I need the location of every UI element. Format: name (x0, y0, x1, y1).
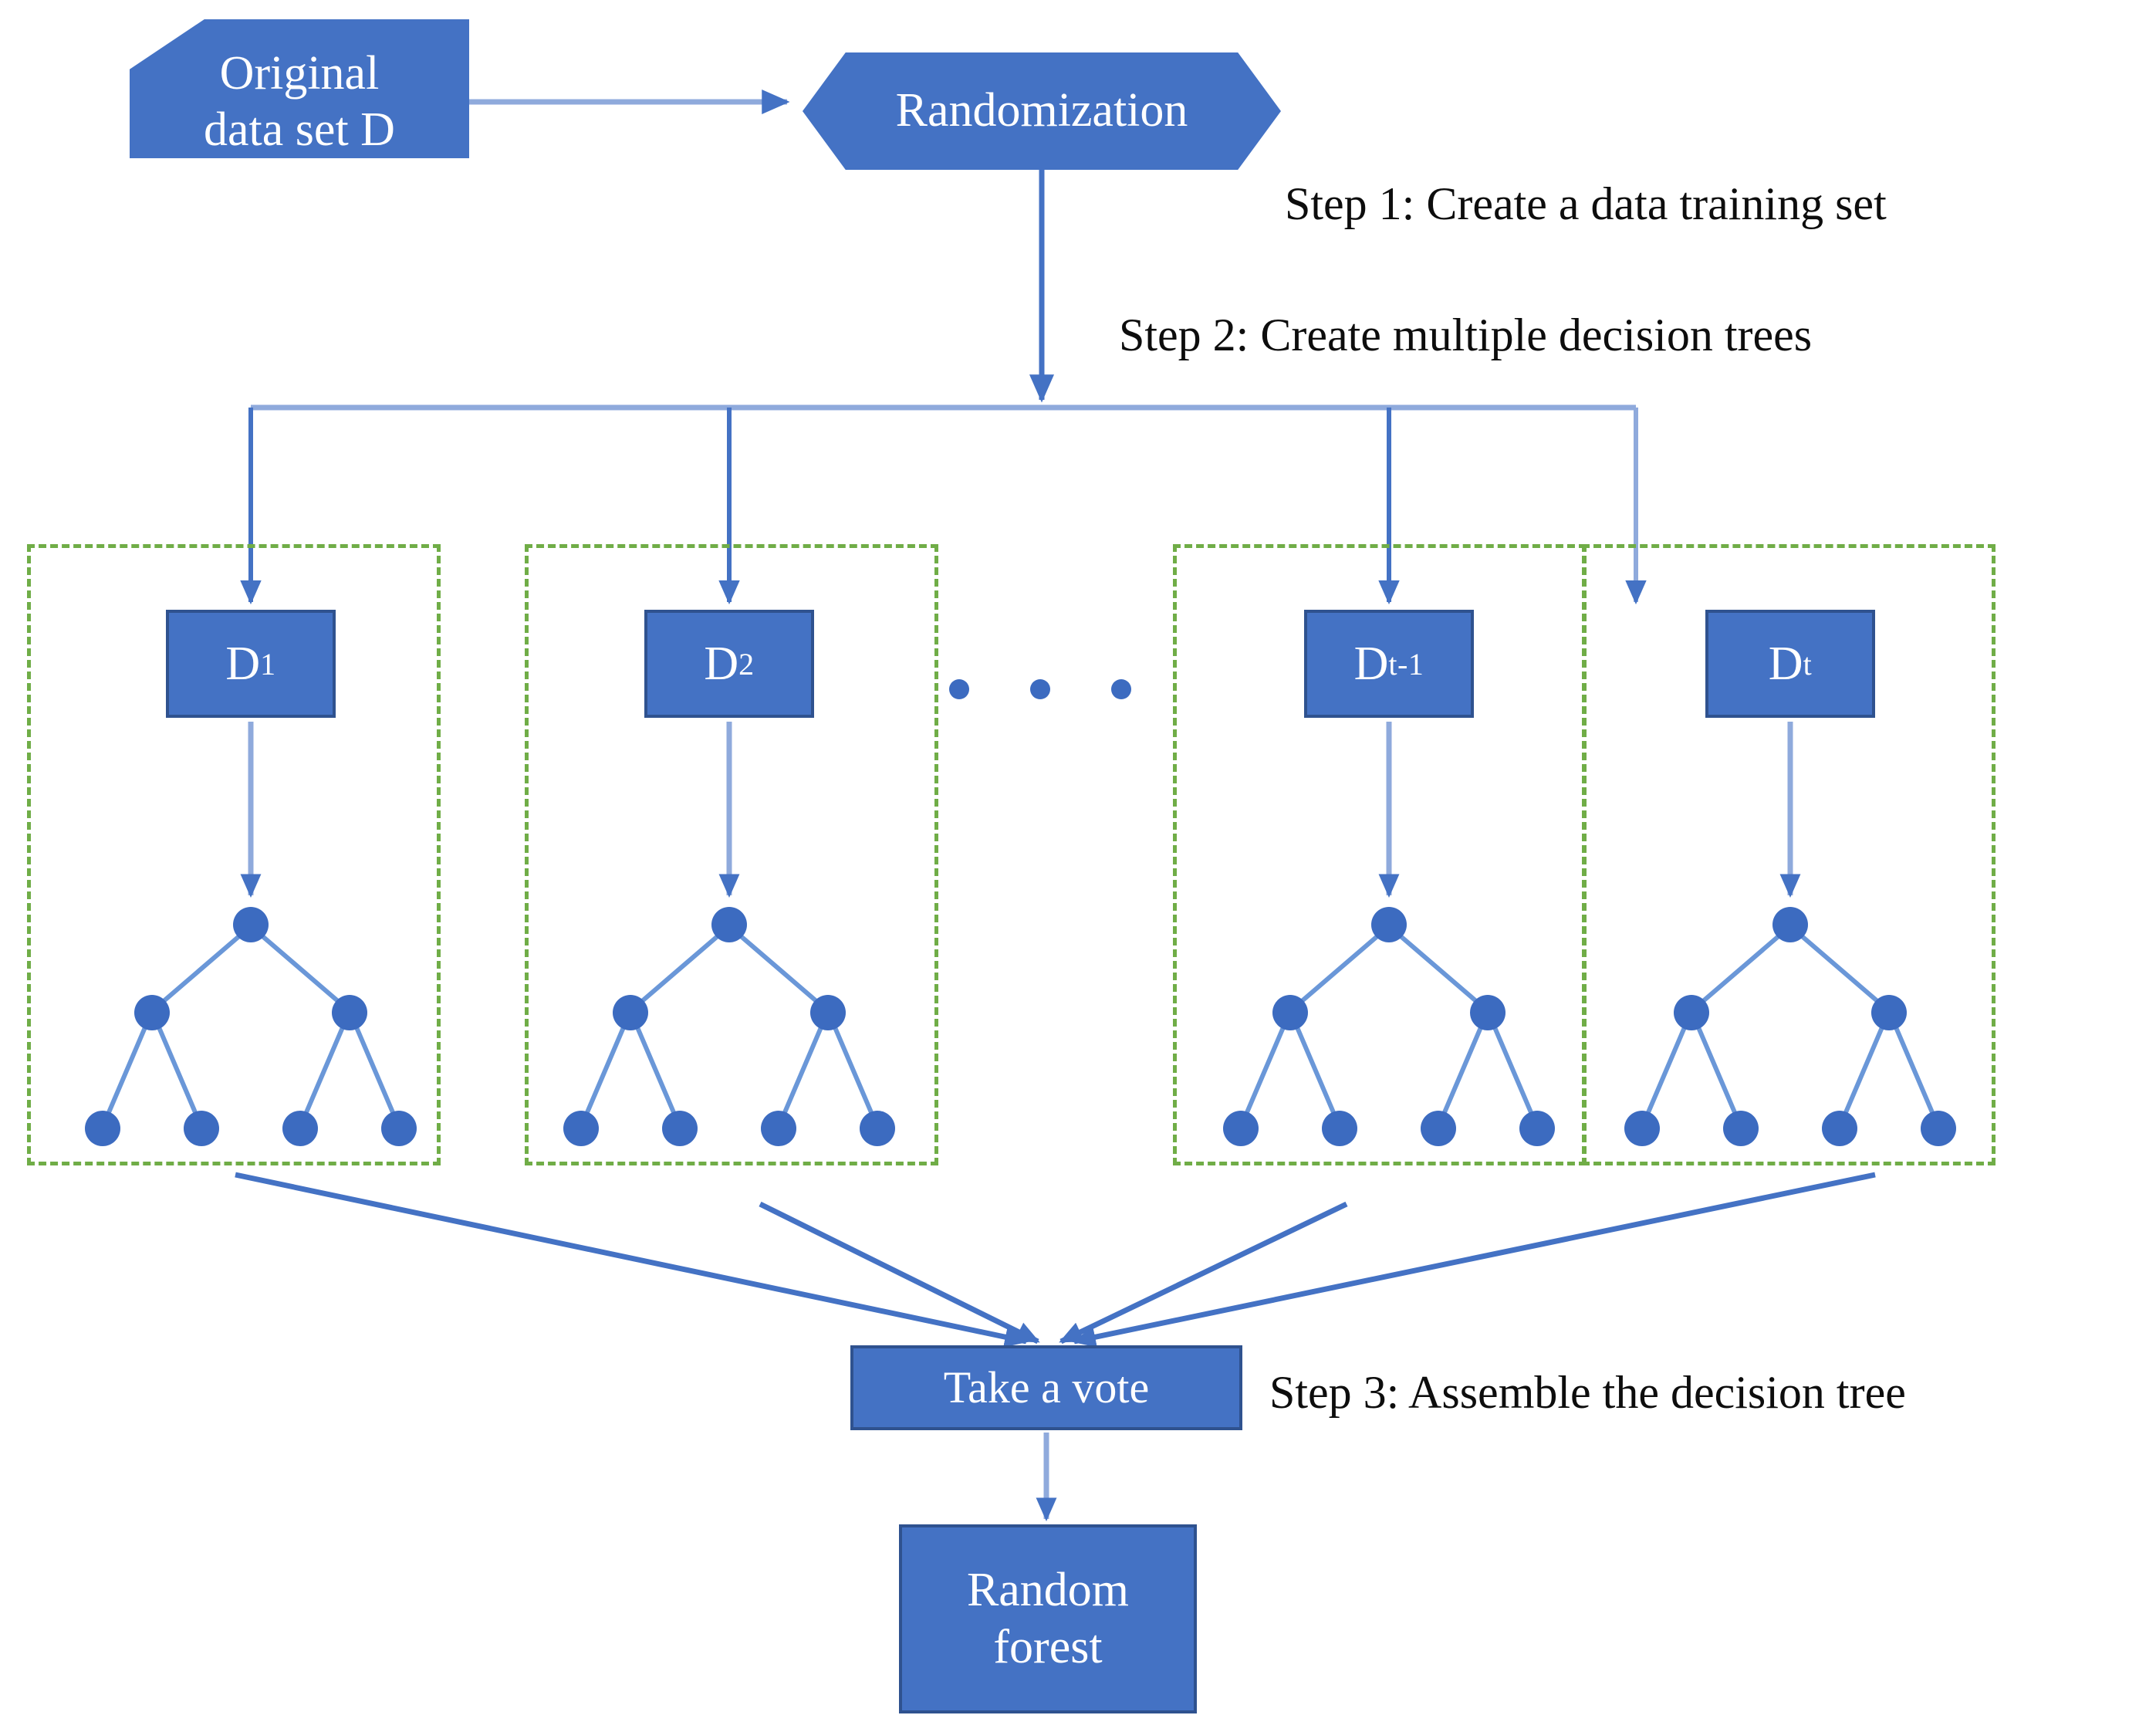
tree-panel-1 (27, 544, 441, 1165)
take-a-vote-label: Take a vote (943, 1362, 1150, 1412)
original-dataset-line1: Original (219, 46, 380, 100)
dataset-dt-subscript: t (1803, 646, 1813, 682)
step-2-label: Step 2: Create multiple decision trees (1119, 310, 1813, 360)
random-forest-node[interactable]: Random forest (899, 1524, 1197, 1713)
random-forest-line2: forest (993, 1620, 1103, 1673)
tree-panel-2 (525, 544, 938, 1165)
tree-panel-4 (1582, 544, 1995, 1165)
ellipsis-dot-2 (1030, 679, 1050, 699)
dataset-d2-base: D (704, 637, 739, 690)
dataset-dt-1-base: D (1353, 637, 1389, 690)
dataset-dt-1-subscript: t-1 (1388, 646, 1424, 682)
step-1-label: Step 1: Create a data training set (1285, 178, 1887, 229)
dataset-dt-base: D (1768, 637, 1803, 690)
step-3-label: Step 3: Assemble the decision tree (1269, 1367, 1906, 1418)
ellipsis-dot-1 (949, 679, 969, 699)
original-dataset-line2: data set D (204, 103, 395, 156)
randomization-node[interactable]: Randomization (803, 52, 1281, 170)
dataset-d1-base: D (225, 637, 261, 690)
ellipsis-dots (949, 679, 1157, 710)
original-dataset-node[interactable]: Original data set D (130, 19, 469, 158)
randomization-label: Randomization (895, 84, 1188, 137)
dataset-d1-subscript: 1 (260, 646, 276, 682)
ellipsis-dot-3 (1111, 679, 1131, 699)
random-forest-line1: Random (966, 1564, 1130, 1617)
take-a-vote-node[interactable]: Take a vote (850, 1345, 1242, 1430)
dataset-d2-subscript: 2 (738, 646, 755, 682)
